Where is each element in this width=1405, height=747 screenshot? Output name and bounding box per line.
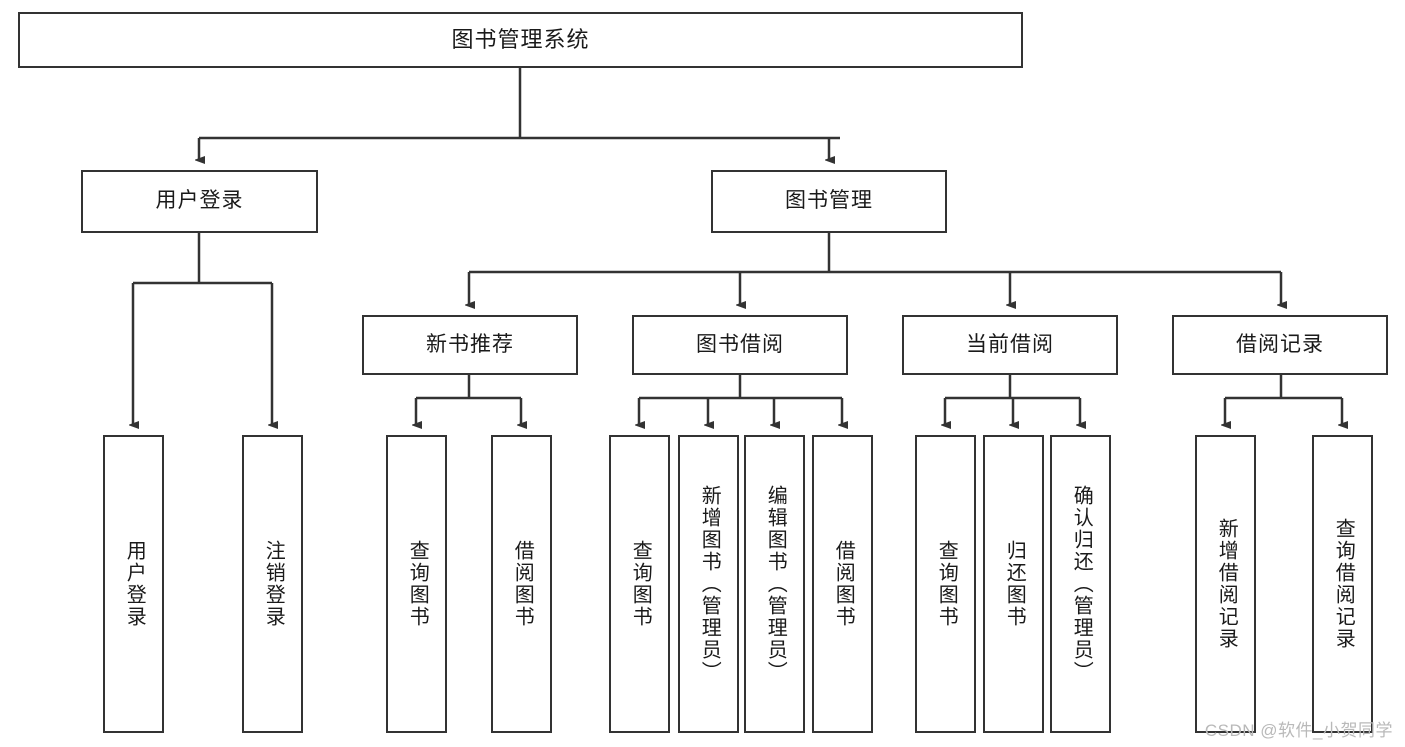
node-leaf-query-book-2-label: 查询图书 [629,540,652,628]
node-leaf-add-borrow-record-label: 新增借阅记录 [1215,518,1238,650]
node-book-manage[interactable]: 图书管理 [711,170,947,233]
node-book-borrow-label: 图书借阅 [696,332,784,356]
node-leaf-confirm-return-label: 确认归还（管理员） [1070,485,1093,683]
node-leaf-user-logout-label: 注销登录 [262,540,285,628]
node-user-login[interactable]: 用户登录 [81,170,318,233]
node-leaf-query-book-1-label: 查询图书 [406,540,429,628]
node-leaf-user-login-label: 用户登录 [123,540,146,628]
node-root-label: 图书管理系统 [451,27,590,53]
node-leaf-query-borrow-record[interactable]: 查询借阅记录 [1312,435,1373,733]
node-root[interactable]: 图书管理系统 [18,12,1023,68]
node-leaf-edit-book-label: 编辑图书（管理员） [764,485,787,683]
node-leaf-return-book[interactable]: 归还图书 [983,435,1044,733]
node-leaf-edit-book[interactable]: 编辑图书（管理员） [744,435,805,733]
watermark-text: CSDN @软件_小贺同学 [1204,721,1393,740]
node-leaf-query-book-3-label: 查询图书 [935,540,958,628]
node-leaf-borrow-book-1-label: 借阅图书 [511,540,534,628]
node-new-book-recommend[interactable]: 新书推荐 [362,315,578,375]
node-leaf-borrow-book-1[interactable]: 借阅图书 [491,435,552,733]
node-leaf-user-login[interactable]: 用户登录 [103,435,164,733]
node-book-manage-label: 图书管理 [785,189,873,213]
node-leaf-query-book-1[interactable]: 查询图书 [386,435,447,733]
node-leaf-query-borrow-record-label: 查询借阅记录 [1332,518,1355,650]
node-new-book-recommend-label: 新书推荐 [426,332,514,356]
node-leaf-add-book[interactable]: 新增图书（管理员） [678,435,739,733]
node-leaf-add-book-label: 新增图书（管理员） [698,485,721,683]
node-leaf-user-logout[interactable]: 注销登录 [242,435,303,733]
node-book-borrow[interactable]: 图书借阅 [632,315,848,375]
node-user-login-label: 用户登录 [155,189,244,213]
node-leaf-confirm-return[interactable]: 确认归还（管理员） [1050,435,1111,733]
node-leaf-return-book-label: 归还图书 [1003,540,1026,628]
node-leaf-borrow-book-2[interactable]: 借阅图书 [812,435,873,733]
node-leaf-query-book-3[interactable]: 查询图书 [915,435,976,733]
node-leaf-add-borrow-record[interactable]: 新增借阅记录 [1195,435,1256,733]
node-borrow-record-label: 借阅记录 [1236,332,1324,356]
node-leaf-borrow-book-2-label: 借阅图书 [832,540,855,628]
node-leaf-query-book-2[interactable]: 查询图书 [609,435,670,733]
node-current-borrow-label: 当前借阅 [966,332,1054,356]
node-borrow-record[interactable]: 借阅记录 [1172,315,1388,375]
node-current-borrow[interactable]: 当前借阅 [902,315,1118,375]
